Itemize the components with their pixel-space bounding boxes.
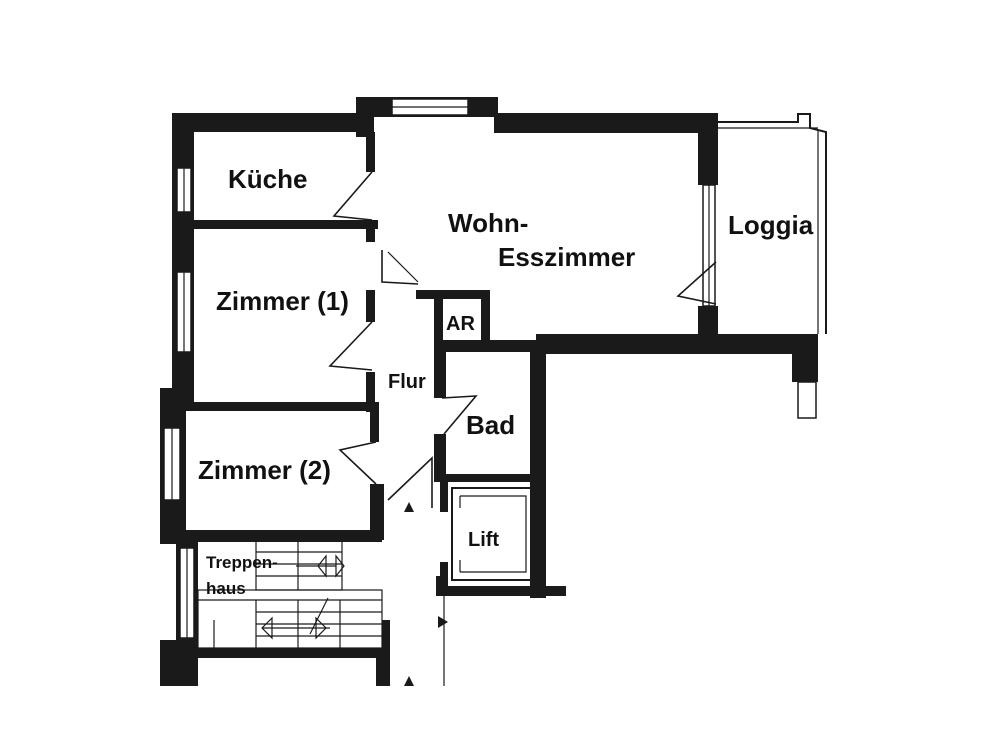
label-treppen-line1: Treppen- [206, 553, 278, 572]
label-bad: Bad [466, 410, 515, 440]
label-zimmer1: Zimmer (1) [216, 286, 349, 316]
label-wohn-line1: Wohn- [448, 208, 528, 238]
label-wohn-line2: Esszimmer [498, 242, 635, 272]
interior-walls [182, 132, 544, 656]
room-labels: Küche Wohn- Esszimmer Loggia Zimmer (1) … [198, 164, 814, 598]
label-loggia: Loggia [728, 210, 814, 240]
windows [163, 98, 817, 639]
label-lift: Lift [468, 529, 499, 551]
label-flur: Flur [388, 371, 426, 393]
label-zimmer2: Zimmer (2) [198, 455, 331, 485]
label-kueche: Küche [228, 164, 307, 194]
label-ar: AR [446, 313, 475, 335]
doors [328, 171, 717, 686]
label-treppen-line2: haus [206, 579, 246, 598]
staircase [197, 539, 383, 649]
loggia-railing [718, 113, 827, 334]
lift-shaft [451, 487, 537, 581]
